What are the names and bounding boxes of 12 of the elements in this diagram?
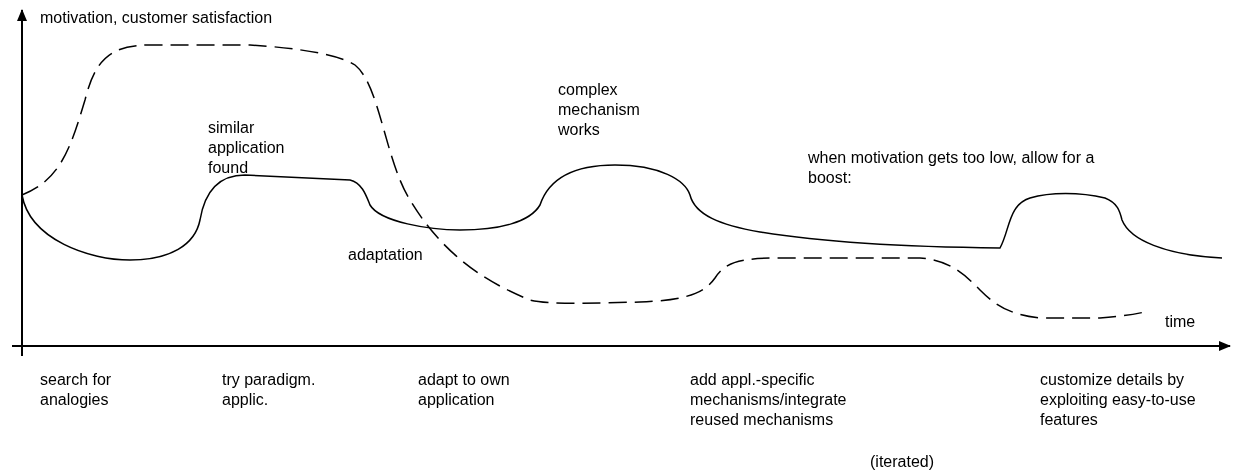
phase-note: (iterated)	[870, 452, 935, 470]
curve-annotation: complex mechanism works	[558, 80, 641, 140]
phase-label: search for analogies	[40, 370, 113, 410]
curve-annotation: when motivation gets too low, allow for a boost:	[808, 148, 1096, 188]
phase-label: try paradigm. applic.	[222, 370, 317, 410]
curve-annotation: similar application found	[208, 118, 286, 178]
axis-label: time	[1165, 312, 1196, 332]
curve-annotation: adaptation	[348, 245, 423, 265]
phase-label: adapt to own application	[418, 370, 511, 410]
axis-label: motivation, customer satisfaction	[40, 8, 273, 28]
phase-label: add appl.-specific mechanisms/integrate reused mechanisms	[690, 370, 848, 430]
phase-label: customize details by exploiting easy-to-use features	[1040, 370, 1197, 430]
